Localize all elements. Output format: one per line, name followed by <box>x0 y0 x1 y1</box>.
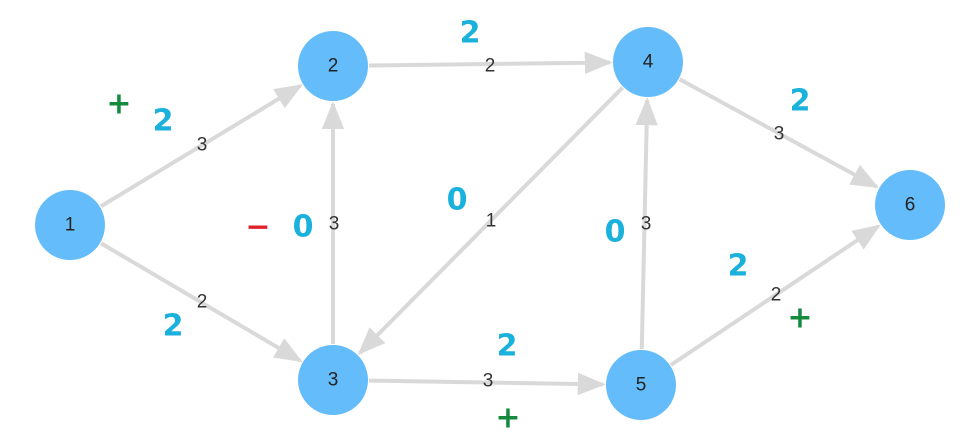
edge-2-to-4 <box>368 51 613 75</box>
edge-1-to-2 <box>99 83 303 209</box>
plus-sign-annotation: + <box>787 301 812 336</box>
edge-capacity-label: 3 <box>197 135 208 156</box>
node-3[interactable]: 3 <box>298 345 368 415</box>
node-circle <box>298 345 368 415</box>
node-circle <box>606 350 676 420</box>
edge-capacity-label: 3 <box>641 214 652 235</box>
edge-flow-annotation: 2 <box>728 249 749 284</box>
node-2[interactable]: 2 <box>298 31 368 101</box>
edge-5-to-4 <box>635 97 658 350</box>
edge-capacity-label: 3 <box>483 371 494 392</box>
edge-capacity-label: 1 <box>486 211 497 232</box>
plus-sign-annotation: + <box>106 87 131 122</box>
edge-4-to-3 <box>357 86 625 355</box>
edge-capacity-label: 3 <box>329 214 340 235</box>
node-6[interactable]: 6 <box>875 170 945 240</box>
node-circle <box>35 190 105 260</box>
node-circle <box>613 27 683 97</box>
edge-flow-annotation: 2 <box>163 309 184 344</box>
annotations-layer: 2+20−202+022+ <box>106 16 812 436</box>
node-label: 3 <box>328 370 339 391</box>
node-circle <box>875 170 945 240</box>
node-label: 6 <box>905 195 916 216</box>
edge-4-to-6 <box>678 77 880 189</box>
edge-1-to-3 <box>99 241 303 363</box>
edges-layer <box>99 51 881 396</box>
edge-capacity-label: 2 <box>197 292 208 313</box>
node-1[interactable]: 1 <box>35 190 105 260</box>
node-label: 4 <box>643 52 654 73</box>
node-5[interactable]: 5 <box>606 350 676 420</box>
plus-sign-annotation: + <box>495 401 520 436</box>
edge-flow-annotation: 0 <box>293 210 314 245</box>
node-label: 1 <box>65 215 76 236</box>
edge-capacity-label: 3 <box>774 124 785 145</box>
node-label: 2 <box>328 56 339 77</box>
node-label: 5 <box>636 375 647 396</box>
edge-flow-annotation: 0 <box>605 215 626 250</box>
minus-sign-annotation: − <box>245 210 270 245</box>
edge-capacity-label: 2 <box>485 56 496 77</box>
node-4[interactable]: 4 <box>613 27 683 97</box>
edge-3-to-5 <box>368 372 606 396</box>
edge-5-to-6 <box>669 224 881 367</box>
edge-flow-annotation: 2 <box>153 104 174 139</box>
edge-flow-annotation: 2 <box>497 329 518 364</box>
edge-flow-annotation: 0 <box>447 183 468 218</box>
edge-capacity-label: 2 <box>771 285 782 306</box>
node-circle <box>298 31 368 101</box>
edge-flow-annotation: 2 <box>460 16 481 51</box>
edge-flow-annotation: 2 <box>790 84 811 119</box>
